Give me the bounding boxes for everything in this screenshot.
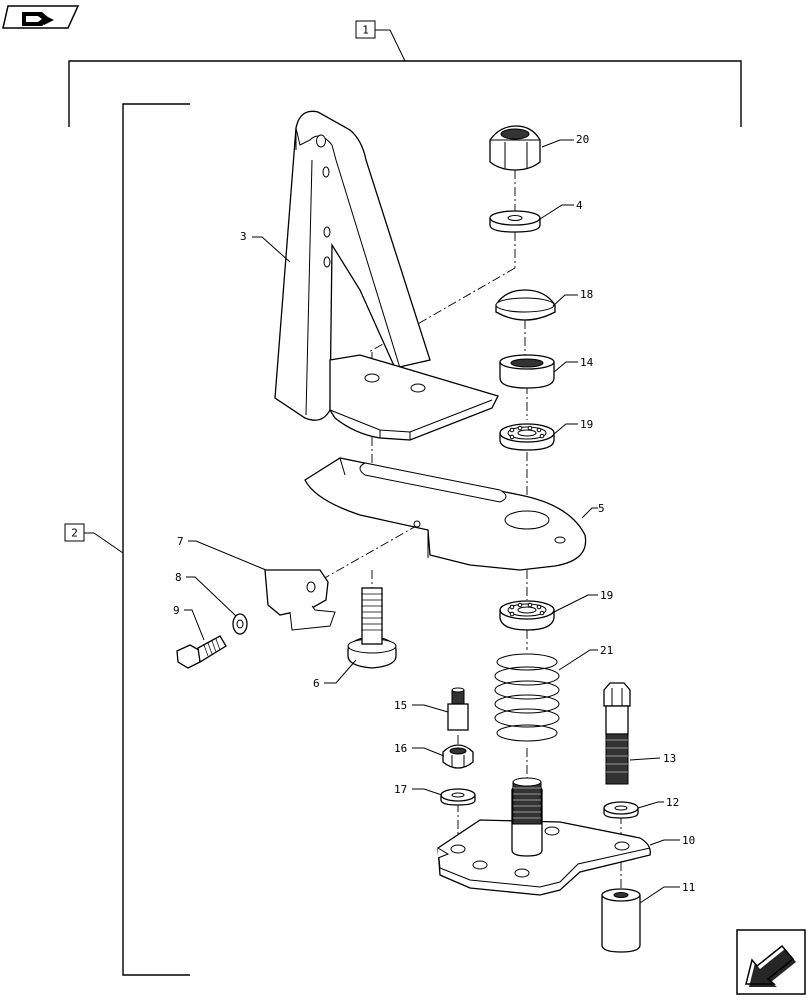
part-3-bracket xyxy=(274,110,499,441)
callout-17: 17 xyxy=(394,783,407,796)
callout-numbers: 20 4 3 18 14 19 5 7 8 9 6 19 21 15 16 17… xyxy=(173,133,695,894)
callout-7: 7 xyxy=(177,535,184,548)
callout-6: 6 xyxy=(313,677,320,690)
part-15-stud xyxy=(447,687,469,731)
callout-4: 4 xyxy=(576,199,583,212)
callout-18: 18 xyxy=(580,288,593,301)
callout-label-2: 2 xyxy=(71,527,78,540)
part-13-long-bolt xyxy=(603,682,631,785)
callout-8: 8 xyxy=(175,571,182,584)
part-21-spring xyxy=(494,653,560,742)
callout-5: 5 xyxy=(598,502,605,515)
callout-21: 21 xyxy=(600,644,613,657)
callout-15: 15 xyxy=(394,699,407,712)
assembly-bracket-1 xyxy=(68,60,742,127)
part-19-bearing-lower xyxy=(499,600,555,631)
part-4-washer xyxy=(489,210,541,233)
callout-16: 16 xyxy=(394,742,407,755)
part-5-pivot-plate xyxy=(304,457,587,571)
next-page-arrow-icon[interactable] xyxy=(736,929,806,995)
assembly-callout-2: 2 xyxy=(64,523,124,554)
part-20-nut xyxy=(489,125,541,171)
bolt-13-threads xyxy=(606,739,628,773)
callout-12: 12 xyxy=(666,796,679,809)
part-17-washer xyxy=(440,788,476,806)
part-10-base-plate xyxy=(437,777,651,896)
part-11-spacer xyxy=(601,888,641,953)
part-16-nut xyxy=(442,744,474,769)
callout-10: 10 xyxy=(682,834,695,847)
callout-11: 11 xyxy=(682,881,695,894)
catalog-book-icon[interactable] xyxy=(2,5,80,29)
callout-label-1: 1 xyxy=(362,24,369,37)
assembly-bracket-2 xyxy=(122,103,190,976)
callout-3: 3 xyxy=(240,230,247,243)
part-9-bolt xyxy=(176,635,227,669)
callout-19-upper: 19 xyxy=(580,418,593,431)
bolt-6-threads xyxy=(362,593,382,631)
part-6-carriage-bolt xyxy=(347,587,397,669)
callout-13: 13 xyxy=(663,752,676,765)
part-8-washer xyxy=(232,613,248,635)
assembly-callout-1: 1 xyxy=(355,20,406,62)
part-19-bearing-upper xyxy=(499,423,555,451)
callout-14: 14 xyxy=(580,356,594,369)
callout-20: 20 xyxy=(576,133,589,146)
part-7-clip xyxy=(264,569,336,631)
callout-9: 9 xyxy=(173,604,180,617)
post-threads xyxy=(513,787,541,819)
leader-lines xyxy=(184,139,680,904)
part-12-washer xyxy=(603,801,639,819)
callout-19-lower: 19 xyxy=(600,589,613,602)
part-14-bushing xyxy=(499,354,555,389)
part-18-cap xyxy=(495,289,556,321)
